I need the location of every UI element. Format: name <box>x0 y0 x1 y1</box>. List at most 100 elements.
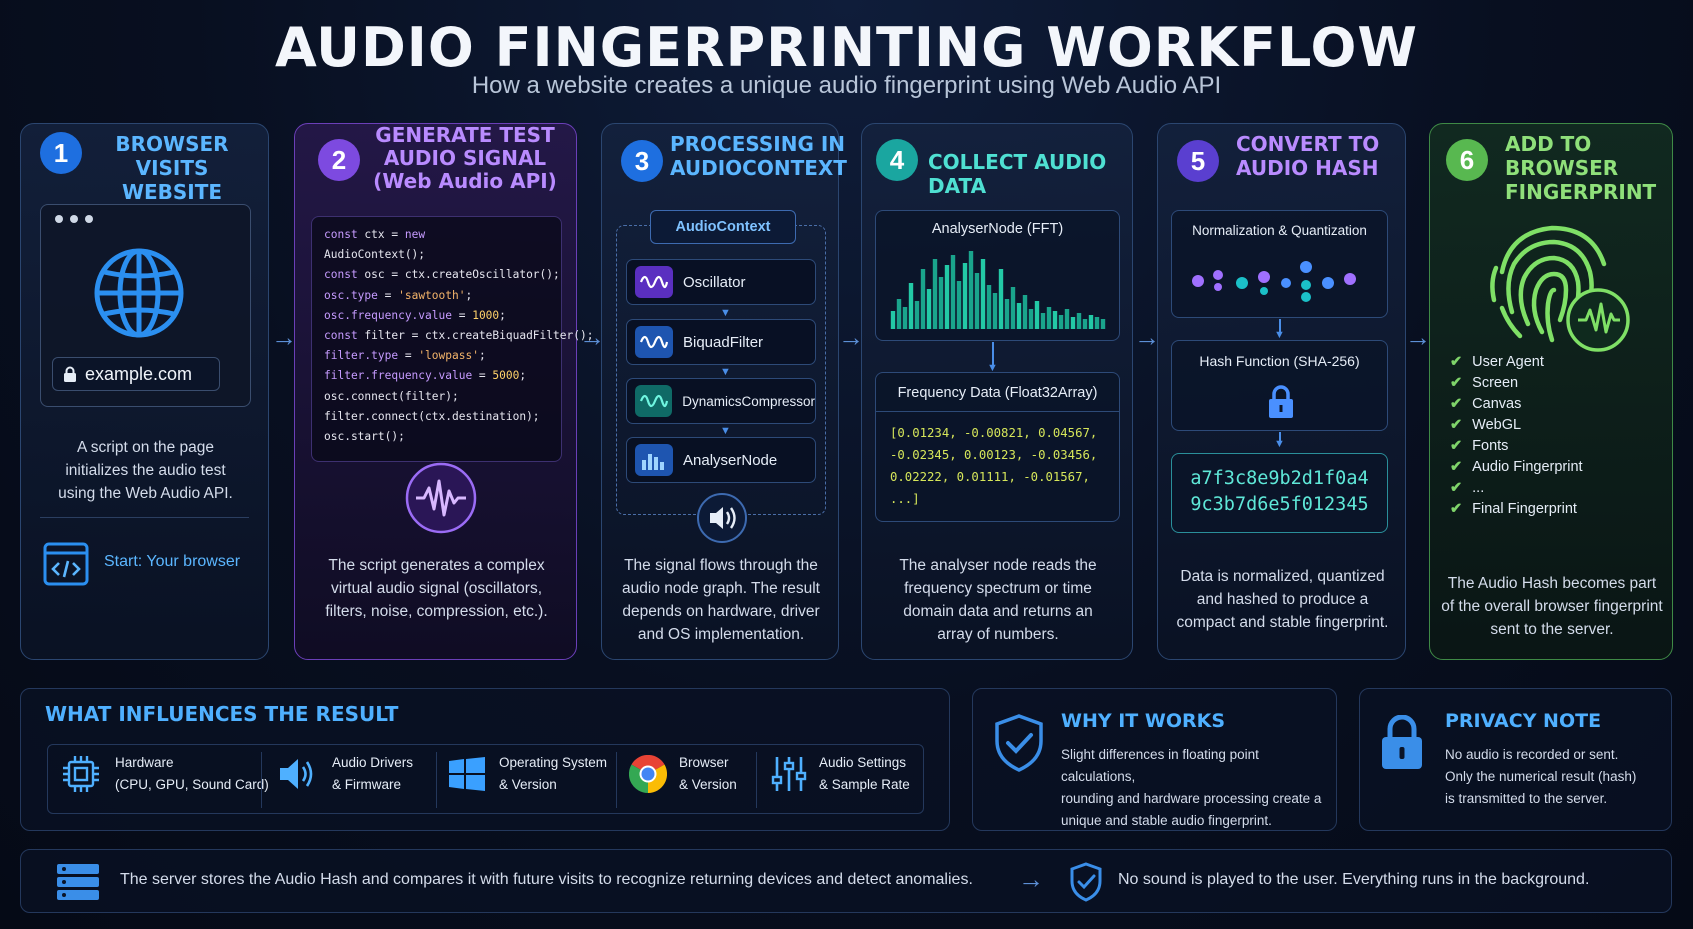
privacy-panel: PRIVACY NOTE No audio is recorded or sen… <box>1359 688 1672 831</box>
list-item: ✔WebGL <box>1450 416 1522 433</box>
spectrum-bar <box>1070 317 1076 329</box>
list-item: ✔Screen <box>1450 374 1519 391</box>
list-item: ✔Audio Fingerprint <box>1450 458 1583 475</box>
spectrum-bar <box>1028 309 1034 329</box>
spectrum-bar <box>962 263 968 329</box>
chrome-logo-icon <box>629 755 667 793</box>
compressor-wave-icon <box>635 385 673 417</box>
spectrum-bar <box>1034 301 1040 329</box>
spectrum-bar <box>1100 319 1106 329</box>
url-bar[interactable]: example.com <box>52 357 220 391</box>
window-dots <box>55 215 93 223</box>
flow-arrow-icon: → <box>1405 322 1431 352</box>
spectrum-bar <box>944 265 950 329</box>
node-oscillator[interactable]: Oscillator <box>626 259 816 305</box>
start-label: Start: Your browser <box>104 553 241 570</box>
spectrum-bar <box>992 293 998 329</box>
page-title: AUDIO FINGERPRINTING WORKFLOW <box>275 16 1418 79</box>
server-icon <box>57 864 99 900</box>
influence-drivers: Audio Drivers& Firmware <box>276 742 413 806</box>
privacy-title: PRIVACY NOTE <box>1445 710 1602 732</box>
browser-window: example.com <box>40 204 251 407</box>
spectrum-bar <box>1046 307 1052 329</box>
step-number: 6 <box>1446 139 1488 181</box>
spectrum-bar <box>1022 295 1028 329</box>
spectrum-bar <box>956 281 962 329</box>
page-subtitle: How a website creates a unique audio fin… <box>471 72 1222 99</box>
influence-hardware: Hardware(CPU, GPU, Sound Card) <box>59 742 269 806</box>
fingerprint-items: ✔User Agent ✔Screen ✔Canvas ✔WebGL ✔Font… <box>1450 351 1583 519</box>
spectrum-bar <box>932 259 938 329</box>
node-analysernode[interactable]: AnalyserNode <box>626 437 816 483</box>
spectrum-bar <box>1010 287 1016 329</box>
spectrum-bar <box>938 277 944 329</box>
audiocontext-label: AudioContext <box>650 210 796 244</box>
frequency-data-label: Frequency Data (Float32Array) <box>876 385 1119 412</box>
fingerprint-icon <box>1490 225 1630 352</box>
spectrum-bar <box>1052 311 1058 329</box>
step-4-card: 4 COLLECT AUDIO DATA AnalyserNode (FFT) … <box>861 123 1133 660</box>
quantization-dots <box>1192 261 1356 302</box>
influence-os: Operating System& Version <box>449 742 607 806</box>
sliders-icon <box>771 757 807 791</box>
normalization-panel: Normalization & Quantization <box>1171 210 1388 318</box>
spectrum-bar <box>1088 315 1094 329</box>
influences-panel: WHAT INFLUENCES THE RESULT Hardware(CPU,… <box>20 688 950 831</box>
step-number: 1 <box>40 132 82 174</box>
shield-check-icon <box>995 714 1043 772</box>
spectrum-bar <box>1076 313 1082 329</box>
step-number: 3 <box>621 140 663 182</box>
code-window-icon <box>43 542 89 586</box>
spectrum-bar <box>926 289 932 329</box>
padlock-icon <box>1382 715 1422 769</box>
oscillator-wave-icon <box>635 266 673 298</box>
frequency-array: [0.01234, -0.00821, 0.04567,-0.02345, 0.… <box>890 426 1098 506</box>
flow-arrow-icon: → <box>579 322 605 352</box>
step-title: COLLECT AUDIO DATA <box>928 150 1107 198</box>
spectrum-bar <box>896 299 902 329</box>
spectrum-bar <box>1016 303 1022 329</box>
spectrum-bar <box>998 269 1004 329</box>
spectrum-bar <box>1040 313 1046 329</box>
normalization-label: Normalization & Quantization <box>1192 223 1367 238</box>
spectrum-bar <box>908 283 914 329</box>
privacy-text: No audio is recorded or sent.Only the nu… <box>1445 747 1637 806</box>
spectrum-bar <box>1094 317 1100 329</box>
hash-function-panel: Hash Function (SHA-256) <box>1171 340 1388 431</box>
flow-arrow-icon: → <box>271 322 297 352</box>
step-number: 4 <box>876 139 918 181</box>
hash-function-label: Hash Function (SHA-256) <box>1199 353 1360 369</box>
spectrum-bar <box>1004 299 1010 329</box>
spectrum-bar <box>920 269 926 329</box>
influences-row <box>47 744 924 814</box>
server-text: The server stores the Audio Hash and com… <box>120 871 973 888</box>
list-item: ✔Fonts <box>1450 437 1509 454</box>
waveform-icon <box>405 462 477 534</box>
node-biquadfilter[interactable]: BiquadFilter <box>626 319 816 365</box>
analyser-bars-icon <box>635 444 673 476</box>
list-item: ✔Final Fingerprint <box>1450 500 1577 517</box>
globe-icon <box>94 248 184 338</box>
url-text: example.com <box>85 363 193 384</box>
spectrum-bar <box>974 273 980 329</box>
node-dynamicscompressor[interactable]: DynamicsCompressor <box>626 378 816 424</box>
spectrum-bar <box>968 251 974 329</box>
why-text: Slight differences in floating point cal… <box>1061 747 1322 828</box>
why-title: WHY IT WORKS <box>1061 710 1226 732</box>
flow-arrow-icon: → <box>838 322 864 352</box>
spectrum-bar <box>890 311 896 329</box>
frequency-data-panel: Frequency Data (Float32Array) [0.01234, … <box>875 372 1120 522</box>
speaker-icon <box>697 493 747 543</box>
why-panel: WHY IT WORKS Slight differences in float… <box>972 688 1337 831</box>
list-item: ✔Canvas <box>1450 395 1522 412</box>
